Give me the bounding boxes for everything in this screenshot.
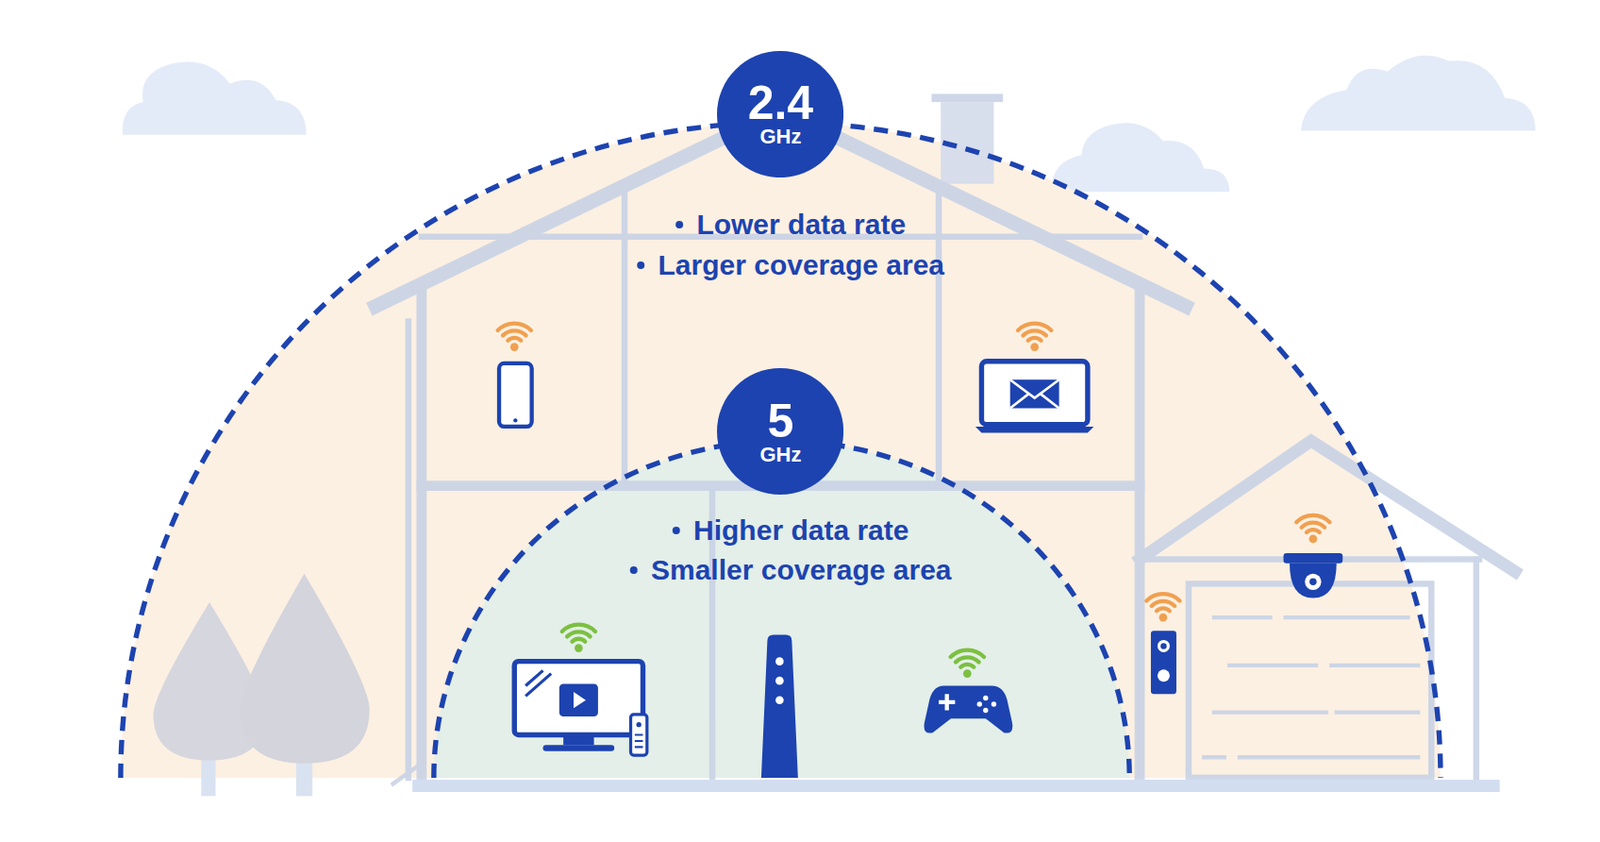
frequency-badge: 5GHz	[716, 367, 844, 495]
feature-label: Smaller coverage area	[650, 553, 952, 586]
bullet-dot	[675, 220, 684, 229]
feature-label: Higher data rate	[693, 514, 909, 547]
feature-label: Larger coverage area	[657, 249, 945, 282]
frequency-value: 2.4	[748, 80, 815, 126]
bullet-dot	[672, 526, 681, 534]
bullet-dot	[636, 261, 645, 269]
frequency-unit: GHz	[759, 125, 801, 149]
frequency-unit: GHz	[759, 443, 801, 467]
frequency-badge: 2.4GHz	[716, 50, 844, 178]
bullet-dot	[630, 566, 638, 574]
bullet-item: Higher data rate	[672, 514, 909, 547]
ground-line	[412, 779, 1500, 792]
coverage-dome-2-4	[120, 122, 1441, 778]
bullet-item: Lower data rate	[675, 208, 906, 241]
trees	[153, 573, 370, 797]
feature-label: Lower data rate	[696, 208, 906, 241]
house-outline	[375, 93, 1516, 784]
coverage-boundary-2-4	[120, 122, 1441, 778]
devices	[498, 323, 1344, 778]
frequency-value: 5	[767, 398, 795, 444]
bullet-item: Smaller coverage area	[630, 553, 952, 586]
bullet-item: Larger coverage area	[636, 249, 945, 282]
